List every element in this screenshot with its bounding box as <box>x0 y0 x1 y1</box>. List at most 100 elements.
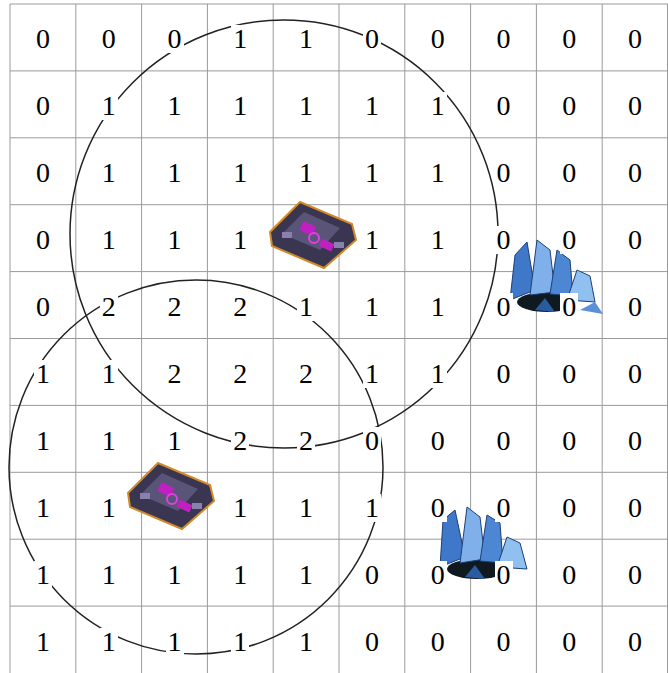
cell-number: 0 <box>363 628 381 656</box>
cell-number: 1 <box>166 226 184 254</box>
cell-number: 1 <box>429 360 447 388</box>
cell-number: 1 <box>34 427 52 455</box>
cell-number: 1 <box>297 628 315 656</box>
cell-number: 0 <box>626 159 644 187</box>
crystal-field <box>440 507 527 579</box>
influence-circle <box>70 20 498 448</box>
cell-number: 1 <box>297 159 315 187</box>
cell-number: 2 <box>166 293 184 321</box>
cell-number: 1 <box>363 360 381 388</box>
cell-number: 0 <box>429 494 447 522</box>
cell-number: 0 <box>626 226 644 254</box>
cell-number: 0 <box>495 159 513 187</box>
cell-number: 2 <box>231 427 249 455</box>
cell-number: 0 <box>626 25 644 53</box>
cell-number: 0 <box>560 628 578 656</box>
cell-number: 1 <box>100 427 118 455</box>
cell-number: 1 <box>166 159 184 187</box>
cell-number: 0 <box>626 494 644 522</box>
cell-number: 0 <box>560 293 578 321</box>
cell-number: 1 <box>166 427 184 455</box>
cell-number: 0 <box>495 427 513 455</box>
cell-number: 0 <box>495 494 513 522</box>
cell-number: 0 <box>363 25 381 53</box>
cell-number: 1 <box>34 360 52 388</box>
cell-number: 1 <box>297 25 315 53</box>
cell-number: 0 <box>166 25 184 53</box>
cell-number: 1 <box>429 159 447 187</box>
cell-number: 0 <box>626 293 644 321</box>
cell-number: 0 <box>495 92 513 120</box>
crystal-field <box>510 240 603 314</box>
cell-number: 1 <box>297 494 315 522</box>
cell-number: 0 <box>363 427 381 455</box>
cell-number: 2 <box>297 360 315 388</box>
cell-number: 1 <box>100 92 118 120</box>
cell-number: 1 <box>429 92 447 120</box>
unit-sprite <box>128 463 214 529</box>
cell-number: 0 <box>34 92 52 120</box>
cell-number: 0 <box>626 628 644 656</box>
cell-number: 0 <box>34 226 52 254</box>
cell-number: 1 <box>100 360 118 388</box>
cell-number: 0 <box>429 25 447 53</box>
cell-number: 0 <box>560 561 578 589</box>
cell-number: 0 <box>100 25 118 53</box>
cell-number: 1 <box>363 293 381 321</box>
cell-number: 1 <box>231 92 249 120</box>
cell-number: 0 <box>495 25 513 53</box>
cell-number: 1 <box>231 25 249 53</box>
cell-number: 0 <box>560 92 578 120</box>
cell-number: 0 <box>626 360 644 388</box>
cell-number: 0 <box>34 293 52 321</box>
cell-number: 1 <box>166 628 184 656</box>
cell-number: 1 <box>297 293 315 321</box>
cell-number: 0 <box>626 92 644 120</box>
cell-number: 2 <box>166 360 184 388</box>
cell-number: 2 <box>297 427 315 455</box>
influence-circle <box>9 280 383 654</box>
cell-number: 1 <box>429 226 447 254</box>
cell-number: 1 <box>297 561 315 589</box>
cell-number: 0 <box>626 427 644 455</box>
cell-number: 2 <box>231 293 249 321</box>
cell-number: 1 <box>363 159 381 187</box>
cell-number: 0 <box>495 561 513 589</box>
cell-number: 0 <box>495 226 513 254</box>
cell-number: 0 <box>560 360 578 388</box>
cell-number: 0 <box>560 159 578 187</box>
cell-number: 0 <box>560 226 578 254</box>
cell-number: 1 <box>231 561 249 589</box>
cell-number: 1 <box>231 494 249 522</box>
cell-number: 0 <box>34 159 52 187</box>
cell-number: 2 <box>231 360 249 388</box>
cell-number: 1 <box>363 494 381 522</box>
cell-number: 1 <box>34 494 52 522</box>
cell-number: 2 <box>100 293 118 321</box>
cell-number: 0 <box>560 494 578 522</box>
cell-number: 1 <box>100 561 118 589</box>
cell-number: 1 <box>363 226 381 254</box>
cell-number: 0 <box>626 561 644 589</box>
cell-number: 1 <box>34 628 52 656</box>
cell-number: 0 <box>495 628 513 656</box>
cell-number: 0 <box>429 561 447 589</box>
cell-number: 1 <box>100 226 118 254</box>
cell-number: 0 <box>560 25 578 53</box>
cell-number: 1 <box>231 628 249 656</box>
cell-number: 1 <box>166 561 184 589</box>
cell-number: 0 <box>495 360 513 388</box>
cell-number: 1 <box>34 561 52 589</box>
cell-number: 0 <box>495 293 513 321</box>
cell-number: 1 <box>100 494 118 522</box>
unit-sprite <box>270 202 356 268</box>
cell-number: 1 <box>100 628 118 656</box>
cell-number: 1 <box>100 159 118 187</box>
cell-number: 0 <box>560 427 578 455</box>
cell-number: 1 <box>231 226 249 254</box>
cell-number: 1 <box>166 92 184 120</box>
cell-number: 0 <box>363 561 381 589</box>
cell-number: 0 <box>429 427 447 455</box>
